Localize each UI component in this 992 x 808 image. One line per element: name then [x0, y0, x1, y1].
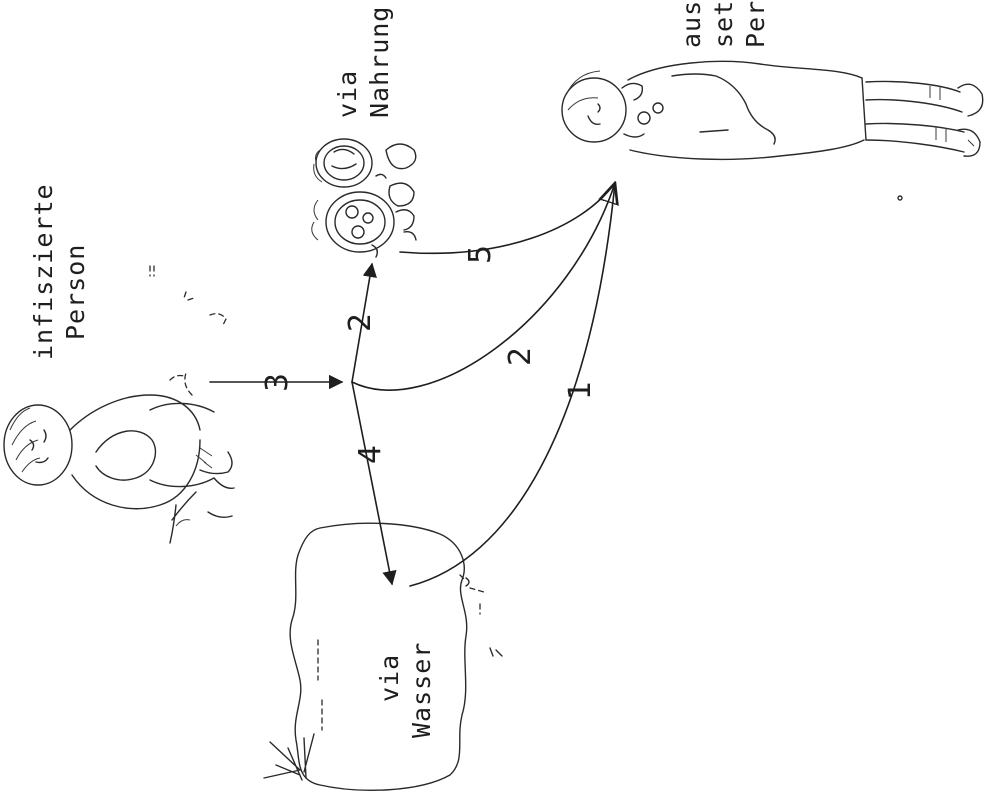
path-number-5: 5 [463, 245, 498, 264]
svg-text:Person: Person [61, 244, 90, 340]
svg-text:via: via [375, 654, 404, 702]
path-5-curve [400, 183, 615, 253]
label-via-water: via Wasser [375, 642, 436, 738]
svg-text:via: via [333, 70, 362, 118]
food-plates-illustration [312, 139, 416, 257]
label-via-food: via Nahrung [333, 6, 394, 118]
path-4-to-water-arrow [352, 382, 392, 584]
svg-text:infiszierte: infiszierte [29, 183, 58, 360]
path-number-3: 3 [260, 373, 295, 392]
svg-text:Nahrung: Nahrung [365, 6, 394, 118]
path-number-2-upper: 2 [343, 313, 378, 332]
label-infected-person: infiszierte Person [29, 183, 90, 360]
path-number-1: 1 [563, 381, 598, 400]
svg-text:Wasser: Wasser [407, 642, 436, 738]
svg-text:set: set [709, 0, 738, 48]
exposed-person-illustration [562, 61, 983, 200]
path-number-4: 4 [353, 445, 388, 464]
path-number-2-lower: 2 [503, 347, 538, 366]
label-exposed-person: aus set Per [677, 0, 770, 48]
svg-text:aus: aus [677, 0, 706, 48]
path-2-to-person-curve [352, 183, 615, 390]
svg-text:Per: Per [741, 0, 770, 48]
